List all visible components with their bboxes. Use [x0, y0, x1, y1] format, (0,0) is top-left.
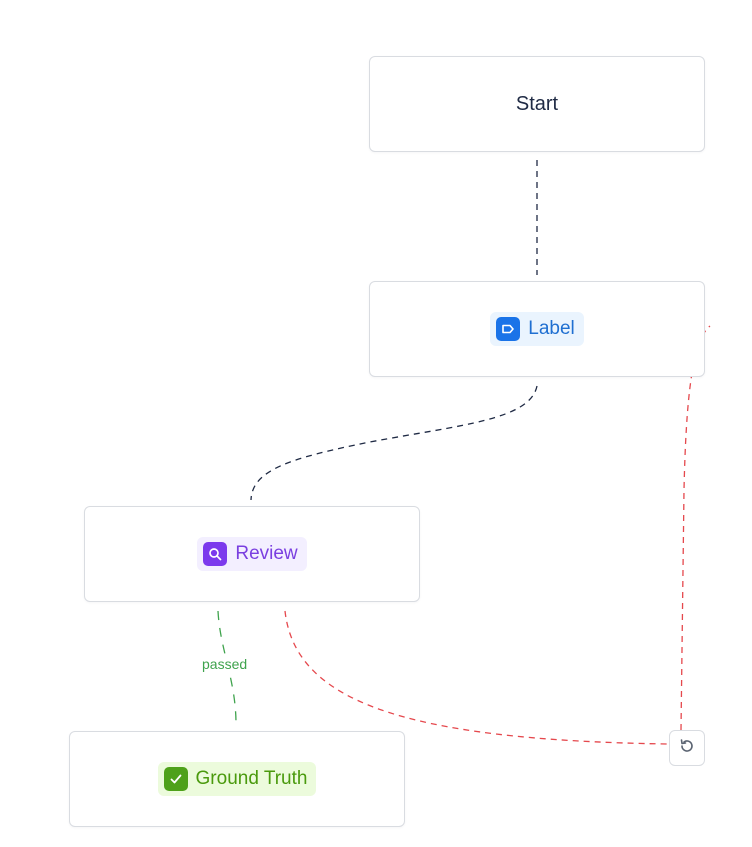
- ground-truth-chip: Ground Truth: [157, 762, 317, 796]
- review-chip: Review: [197, 537, 307, 571]
- node-start[interactable]: Start: [369, 56, 705, 152]
- edge-reject-to-label: [680, 325, 711, 731]
- node-review[interactable]: Review: [84, 506, 420, 602]
- reject-loop-button[interactable]: [669, 730, 705, 766]
- tag-icon: [496, 317, 521, 341]
- edge-review-reject: [284, 610, 669, 745]
- undo-icon: [677, 736, 697, 761]
- node-label[interactable]: Label: [369, 281, 705, 377]
- search-icon: [203, 542, 228, 566]
- label-chip: Label: [490, 312, 584, 346]
- edge-passed-label: passed: [199, 655, 251, 673]
- check-icon: [163, 767, 188, 791]
- node-ground-truth[interactable]: Ground Truth: [69, 731, 405, 827]
- node-label-label: Label: [528, 318, 575, 339]
- node-ground-truth-label: Ground Truth: [195, 768, 308, 789]
- edge-label-to-review: [250, 385, 538, 501]
- node-review-label: Review: [235, 543, 298, 564]
- node-start-label: Start: [515, 92, 559, 115]
